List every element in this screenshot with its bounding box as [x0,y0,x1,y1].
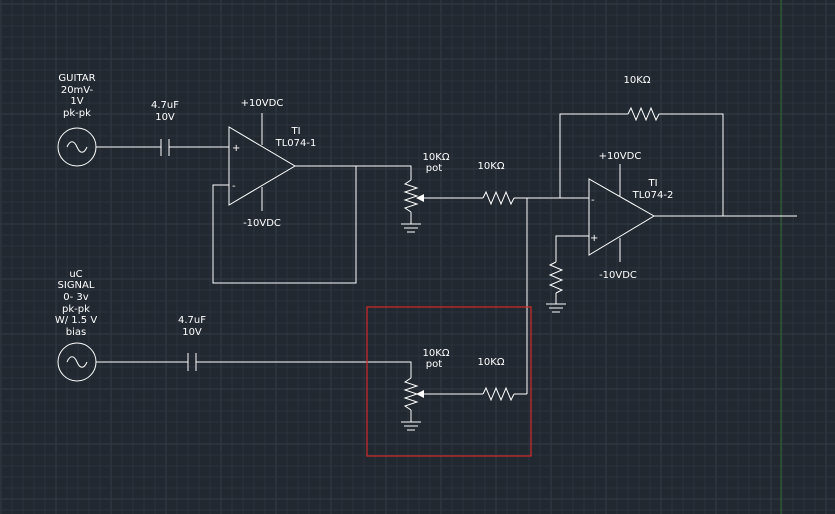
resistor-zigzag-icon [627,106,660,122]
guitar-label-line-1: GUITAR [58,73,95,84]
uc-label-line-5: W/ 1.5 V [55,315,98,326]
resistor-top-value: 10KΩ [478,161,505,172]
guitar-label-line-3: 1V [70,96,83,107]
resistor-zigzag-icon [548,261,564,294]
opamp-2-name-line-2: TL074-2 [632,190,674,201]
uc-label-line-4: pk-pk [62,304,90,315]
potentiometer-2[interactable]: 10KΩ pot [401,348,450,431]
opamp-1-plus-sign: + [232,143,240,154]
wiper-arrow-icon [416,194,424,202]
resistor-bottom[interactable]: 10KΩ [478,357,515,402]
sine-wave-icon [66,141,88,153]
opamp-2-name-line-1: TI [647,178,657,189]
selection-highlight-box[interactable] [366,306,532,457]
wire [559,113,628,198]
guitar-source[interactable]: GUITAR 20mV- 1V pk-pk [57,73,97,167]
pot-2-type: pot [426,359,442,370]
opamp-triangle-icon [228,126,296,206]
guitar-label-line-4: pk-pk [63,108,91,119]
wiper-arrow-icon [416,390,424,398]
resistor-bottom-value: 10KΩ [478,357,505,368]
opamp-1-minus-sign: - [232,181,236,192]
resistor-zigzag-icon [482,190,515,206]
opamp-1-name-line-1: TI [290,126,300,137]
resistor-ground[interactable] [546,261,566,313]
pot-1-value: 10KΩ [423,152,450,163]
uc-label-line-3: 0- 3v [63,292,89,303]
opamp-2-vplus-label: +10VDC [599,151,642,162]
sine-wave-icon [66,356,88,368]
ground-icon [546,303,566,313]
opamp-2-minus-sign: - [591,195,595,206]
opamp-2-plus-sign: + [590,233,598,244]
wire [659,113,724,216]
opamp-2[interactable]: - + +10VDC -10VDC TI TL074-2 [588,151,674,281]
wire [212,165,357,284]
opamp-2-vminus-label: -10VDC [599,270,637,281]
ground-icon [401,421,421,431]
resistor-top[interactable]: 10KΩ [478,161,515,206]
resistor-zigzag-icon [403,179,419,213]
uc-label-line-2: SIGNAL [58,280,95,291]
opamp-1-vminus-label: -10VDC [243,218,281,229]
guitar-label-line-2: 20mV- [61,85,94,96]
opamp-1-name-line-2: TL074-1 [275,138,317,149]
opamp-1-vplus-label: +10VDC [241,98,284,109]
opamp-triangle-icon [588,178,655,256]
uc-label-line-6: bias [66,327,86,338]
wire [555,235,589,262]
capacitor-2-value: 4.7uF [178,315,206,326]
wire [356,165,412,180]
capacitor-1-voltage: 10V [155,112,175,123]
capacitor-1-value: 4.7uF [151,100,179,111]
resistor-zigzag-icon [482,386,515,402]
ground-icon [401,223,421,233]
opamp-1[interactable]: + - +10VDC -10VDC TI TL074-1 [228,98,317,229]
resistor-feedback[interactable]: 10KΩ [624,75,660,122]
pot-1-type: pot [426,163,442,174]
potentiometer-1[interactable]: 10KΩ pot [401,152,450,233]
capacitor-2-voltage: 10V [182,327,202,338]
wire [196,361,412,378]
pot-2-value: 10KΩ [423,348,450,359]
uc-label-line-1: uC [69,269,82,280]
resistor-feedback-value: 10KΩ [624,75,651,86]
